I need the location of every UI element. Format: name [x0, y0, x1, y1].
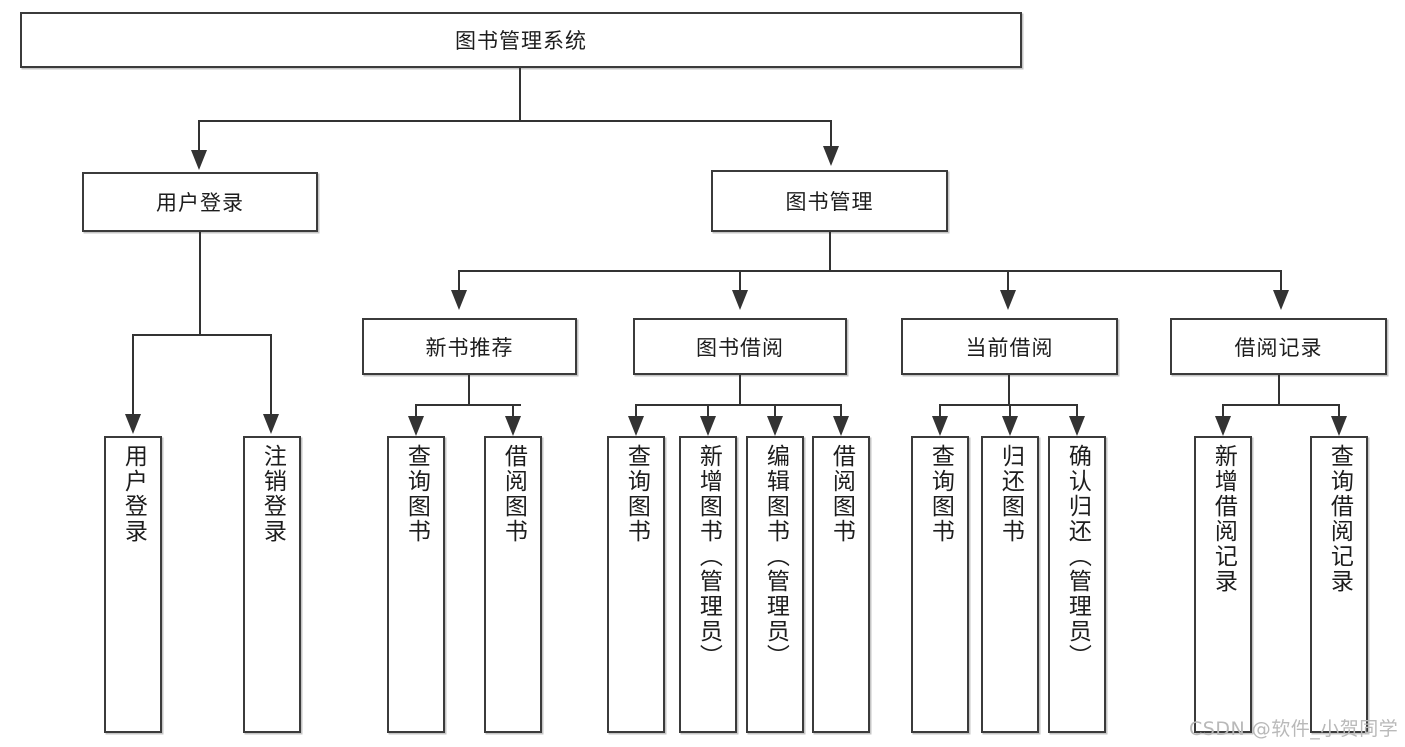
arrowhead-book-manage-to-borrow-record — [1273, 290, 1289, 310]
node-user-login[interactable]: 用户登录 — [82, 172, 318, 232]
leaf-user-login[interactable]: 用户登录 — [104, 436, 162, 733]
connector-current-borrow-to-leaf-2 — [1009, 404, 1011, 418]
connector-book-borrow-bus — [636, 404, 842, 406]
connector-new-book-stem — [468, 375, 470, 406]
connector-book-borrow-to-leaf-2 — [707, 404, 709, 418]
node-label: 查询图书 — [927, 444, 954, 544]
arrowhead-root-to-book-manage — [823, 146, 839, 166]
leaf-user-logout[interactable]: 注销登录 — [243, 436, 301, 733]
connector-book-borrow-stem — [739, 375, 741, 406]
connector-root-bus — [198, 120, 832, 122]
arrowhead-book-borrow-to-leaf-4 — [833, 416, 849, 436]
connector-borrow-record-to-leaf-2 — [1338, 404, 1340, 418]
node-label: 借阅记录 — [1234, 335, 1323, 360]
connector-user-login-to-leaf-2 — [270, 334, 272, 416]
arrowhead-book-manage-to-current-borrow — [1000, 290, 1016, 310]
node-label: 新书推荐 — [425, 335, 514, 360]
connector-user-login-stem — [199, 232, 201, 335]
leaf-borrow-book-1[interactable]: 借阅图书 — [484, 436, 542, 733]
connector-user-login-bus — [133, 334, 271, 336]
arrowhead-book-borrow-to-leaf-1 — [628, 416, 644, 436]
node-current-borrow[interactable]: 当前借阅 — [901, 318, 1118, 375]
arrowhead-user-login-to-leaf-2 — [263, 414, 279, 434]
node-label: 编辑图书（管理员） — [762, 444, 789, 669]
node-borrow-record[interactable]: 借阅记录 — [1170, 318, 1387, 375]
node-root-book-management-system[interactable]: 图书管理系统 — [20, 12, 1022, 68]
leaf-borrow-book-2[interactable]: 借阅图书 — [812, 436, 870, 733]
connector-book-manage-stem — [829, 232, 831, 272]
leaf-query-book-1[interactable]: 查询图书 — [387, 436, 445, 733]
connector-book-manage-bus — [458, 270, 1281, 272]
arrowhead-new-book-to-leaf-2 — [505, 416, 521, 436]
node-new-book-recommend[interactable]: 新书推荐 — [362, 318, 577, 375]
node-label: 确认归还（管理员） — [1064, 444, 1091, 669]
node-label: 归还图书 — [997, 444, 1024, 544]
arrowhead-book-borrow-to-leaf-3 — [767, 416, 783, 436]
leaf-query-book-3[interactable]: 查询图书 — [911, 436, 969, 733]
arrowhead-current-borrow-to-leaf-2 — [1002, 416, 1018, 436]
connector-new-book-bus — [416, 404, 521, 406]
node-book-manage[interactable]: 图书管理 — [711, 170, 948, 232]
connector-new-book-to-leaf-1 — [415, 404, 417, 418]
node-book-borrow[interactable]: 图书借阅 — [633, 318, 847, 375]
leaf-add-book[interactable]: 新增图书（管理员） — [679, 436, 737, 733]
node-label: 注销登录 — [259, 444, 286, 544]
connector-book-borrow-to-leaf-1 — [635, 404, 637, 418]
arrowhead-new-book-to-leaf-1 — [408, 416, 424, 436]
connector-book-manage-to-new-book — [458, 270, 460, 292]
arrowhead-current-borrow-to-leaf-1 — [932, 416, 948, 436]
connector-current-borrow-to-leaf-1 — [939, 404, 941, 418]
arrowhead-borrow-record-to-leaf-2 — [1331, 416, 1347, 436]
connector-root-to-user-login — [198, 120, 200, 152]
connector-book-manage-to-current-borrow — [1007, 270, 1009, 292]
node-label: 用户登录 — [156, 191, 244, 215]
connector-new-book-to-leaf-2 — [512, 404, 514, 418]
node-label: 新增图书（管理员） — [695, 444, 722, 669]
leaf-query-borrow-record[interactable]: 查询借阅记录 — [1310, 436, 1368, 733]
node-label: 查询图书 — [623, 444, 650, 544]
connector-root-stem — [519, 68, 521, 120]
node-label: 图书借阅 — [696, 335, 784, 360]
arrowhead-borrow-record-to-leaf-1 — [1215, 416, 1231, 436]
connector-book-borrow-to-leaf-3 — [774, 404, 776, 418]
leaf-edit-book[interactable]: 编辑图书（管理员） — [746, 436, 804, 733]
node-label: 图书管理系统 — [455, 29, 587, 53]
connector-user-login-to-leaf-1 — [132, 334, 134, 416]
leaf-confirm-return[interactable]: 确认归还（管理员） — [1048, 436, 1106, 733]
arrowhead-user-login-to-leaf-1 — [125, 414, 141, 434]
node-label: 借阅图书 — [828, 444, 855, 544]
connector-current-borrow-stem — [1008, 375, 1010, 406]
node-label: 图书管理 — [785, 190, 874, 214]
connector-borrow-record-to-leaf-1 — [1222, 404, 1224, 418]
connector-current-borrow-to-leaf-3 — [1076, 404, 1078, 418]
arrowhead-book-manage-to-new-book — [451, 290, 467, 310]
node-label: 查询借阅记录 — [1326, 444, 1353, 594]
connector-root-to-book-manage — [830, 120, 832, 148]
connector-borrow-record-stem — [1278, 375, 1280, 406]
leaf-return-book[interactable]: 归还图书 — [981, 436, 1039, 733]
node-label: 查询图书 — [403, 444, 430, 544]
connector-book-borrow-to-leaf-4 — [840, 404, 842, 418]
leaf-add-borrow-record[interactable]: 新增借阅记录 — [1194, 436, 1252, 733]
arrowhead-book-borrow-to-leaf-2 — [700, 416, 716, 436]
connector-book-manage-to-book-borrow — [739, 270, 741, 292]
arrowhead-root-to-user-login — [191, 150, 207, 170]
node-label: 借阅图书 — [500, 444, 527, 544]
connector-current-borrow-bus — [940, 404, 1077, 406]
connector-book-manage-to-borrow-record — [1280, 270, 1282, 292]
node-label: 当前借阅 — [965, 335, 1054, 360]
connector-borrow-record-bus — [1223, 404, 1338, 406]
leaf-query-book-2[interactable]: 查询图书 — [607, 436, 665, 733]
arrowhead-book-manage-to-book-borrow — [732, 290, 748, 310]
node-label: 新增借阅记录 — [1210, 444, 1237, 594]
node-label: 用户登录 — [120, 444, 147, 544]
arrowhead-current-borrow-to-leaf-3 — [1069, 416, 1085, 436]
